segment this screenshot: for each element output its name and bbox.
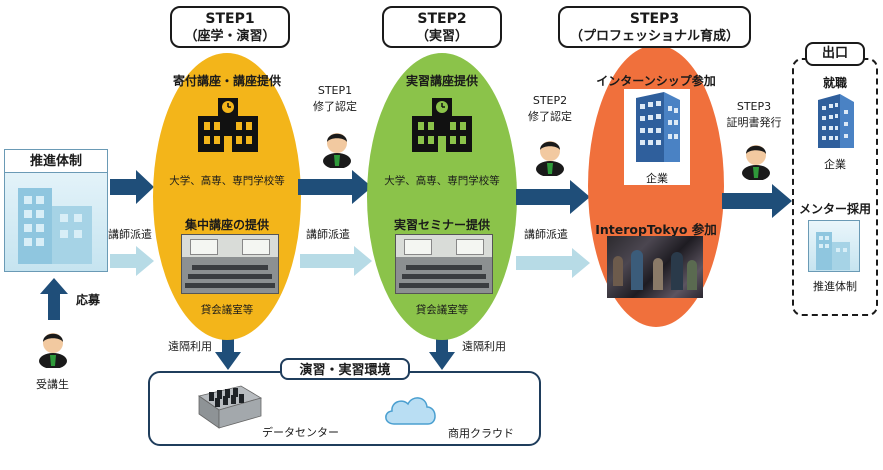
step1-complete-line2: 修了認定: [313, 100, 357, 113]
apply-label: 応募: [76, 293, 101, 307]
remote-label-2: 遠隔利用: [462, 340, 506, 353]
apply-arrow: [40, 278, 68, 320]
dispatch-arrow-2: [516, 248, 590, 278]
org-to-step1-arrow: [110, 170, 154, 204]
dispatch-arrow-1: [300, 246, 372, 276]
exit-org-building-icon: [816, 232, 850, 270]
step1-seminar-room-photo: [181, 234, 279, 294]
remote-label-1: 遠隔利用: [168, 340, 212, 353]
step3-header: STEP3 （プロフェッショナル育成）: [558, 6, 751, 48]
datacenter-label: データセンター: [262, 426, 339, 439]
interop-event-photo: [607, 236, 703, 298]
step1-subtitle: （座学・演習）: [184, 29, 276, 44]
exit-title: 出口: [805, 42, 865, 66]
step2-title: STEP2: [417, 11, 467, 27]
step2-school-icon: [412, 98, 472, 152]
step1-person-icon: [323, 133, 351, 168]
step3-person-icon: [742, 145, 770, 180]
dispatch-label-1: 講師派遣: [306, 228, 350, 241]
step1-title: STEP1: [205, 11, 255, 27]
step1-schools-label: 大学、高専、専門学校等: [169, 175, 285, 187]
step2-seminar-room-photo: [395, 234, 493, 294]
step1-school-icon: [198, 98, 258, 152]
step2-top-label: 実習講座提供: [405, 74, 478, 88]
step3-company-label: 企業: [646, 172, 668, 185]
environment-title: 演習・実習環境: [280, 358, 410, 380]
step1-to-step2-arrow: [298, 170, 372, 204]
step2-mid-label: 実習セミナー提供: [393, 218, 490, 232]
step3-to-exit-arrow: [722, 184, 792, 218]
step3-cert-line1: STEP3: [736, 100, 772, 113]
step1-mid-label: 集中講座の提供: [184, 218, 269, 232]
step1-rooms-label: 貸会議室等: [200, 304, 254, 316]
step3-cert-line2: 証明書発行: [726, 116, 782, 129]
cloud-icon: [385, 397, 436, 425]
step2-person-icon: [536, 141, 564, 176]
student-label: 受講生: [36, 378, 69, 391]
step3-interop-label: InteropTokyo 参加: [595, 222, 717, 237]
step1-complete-line1: STEP1: [317, 84, 353, 97]
exit-mentor-label: メンター採用: [798, 202, 871, 216]
dispatch-label-0: 講師派遣: [108, 228, 152, 241]
step2-subtitle: （実習）: [415, 29, 468, 44]
step3-company-building-icon: [636, 92, 680, 162]
step3-top-label: インターンシップ参加: [596, 74, 716, 88]
org-box-title: 推進体制: [4, 149, 108, 173]
exit-company-label: 企業: [824, 158, 846, 171]
step2-rooms-label: 貸会議室等: [415, 304, 469, 316]
step2-complete-line1: STEP2: [532, 94, 568, 107]
step1-header: STEP1 （座学・演習）: [170, 6, 290, 48]
step2-header: STEP2 （実習）: [382, 6, 502, 48]
cloud-label: 商用クラウド: [448, 427, 514, 440]
datacenter-icon: [198, 385, 262, 429]
step3-subtitle: （プロフェッショナル育成）: [569, 29, 739, 44]
step2-schools-label: 大学、高専、専門学校等: [384, 175, 500, 187]
exit-org-label: 推進体制: [813, 280, 857, 293]
step3-title: STEP3: [629, 11, 680, 27]
exit-company-building-icon: [818, 94, 854, 148]
step1-top-label: 寄付講座・講座提供: [172, 74, 281, 88]
org-dispatch-arrow: [110, 246, 154, 276]
remote-arrow-2: [429, 326, 455, 370]
org-building-icon: [18, 188, 92, 264]
student-person-icon: [39, 333, 67, 368]
exit-job-label: 就職: [822, 76, 847, 90]
step2-to-step3-arrow: [516, 180, 590, 214]
step2-complete-line2: 修了認定: [528, 110, 572, 123]
dispatch-label-2: 講師派遣: [524, 228, 568, 241]
remote-arrow-1: [215, 326, 241, 370]
